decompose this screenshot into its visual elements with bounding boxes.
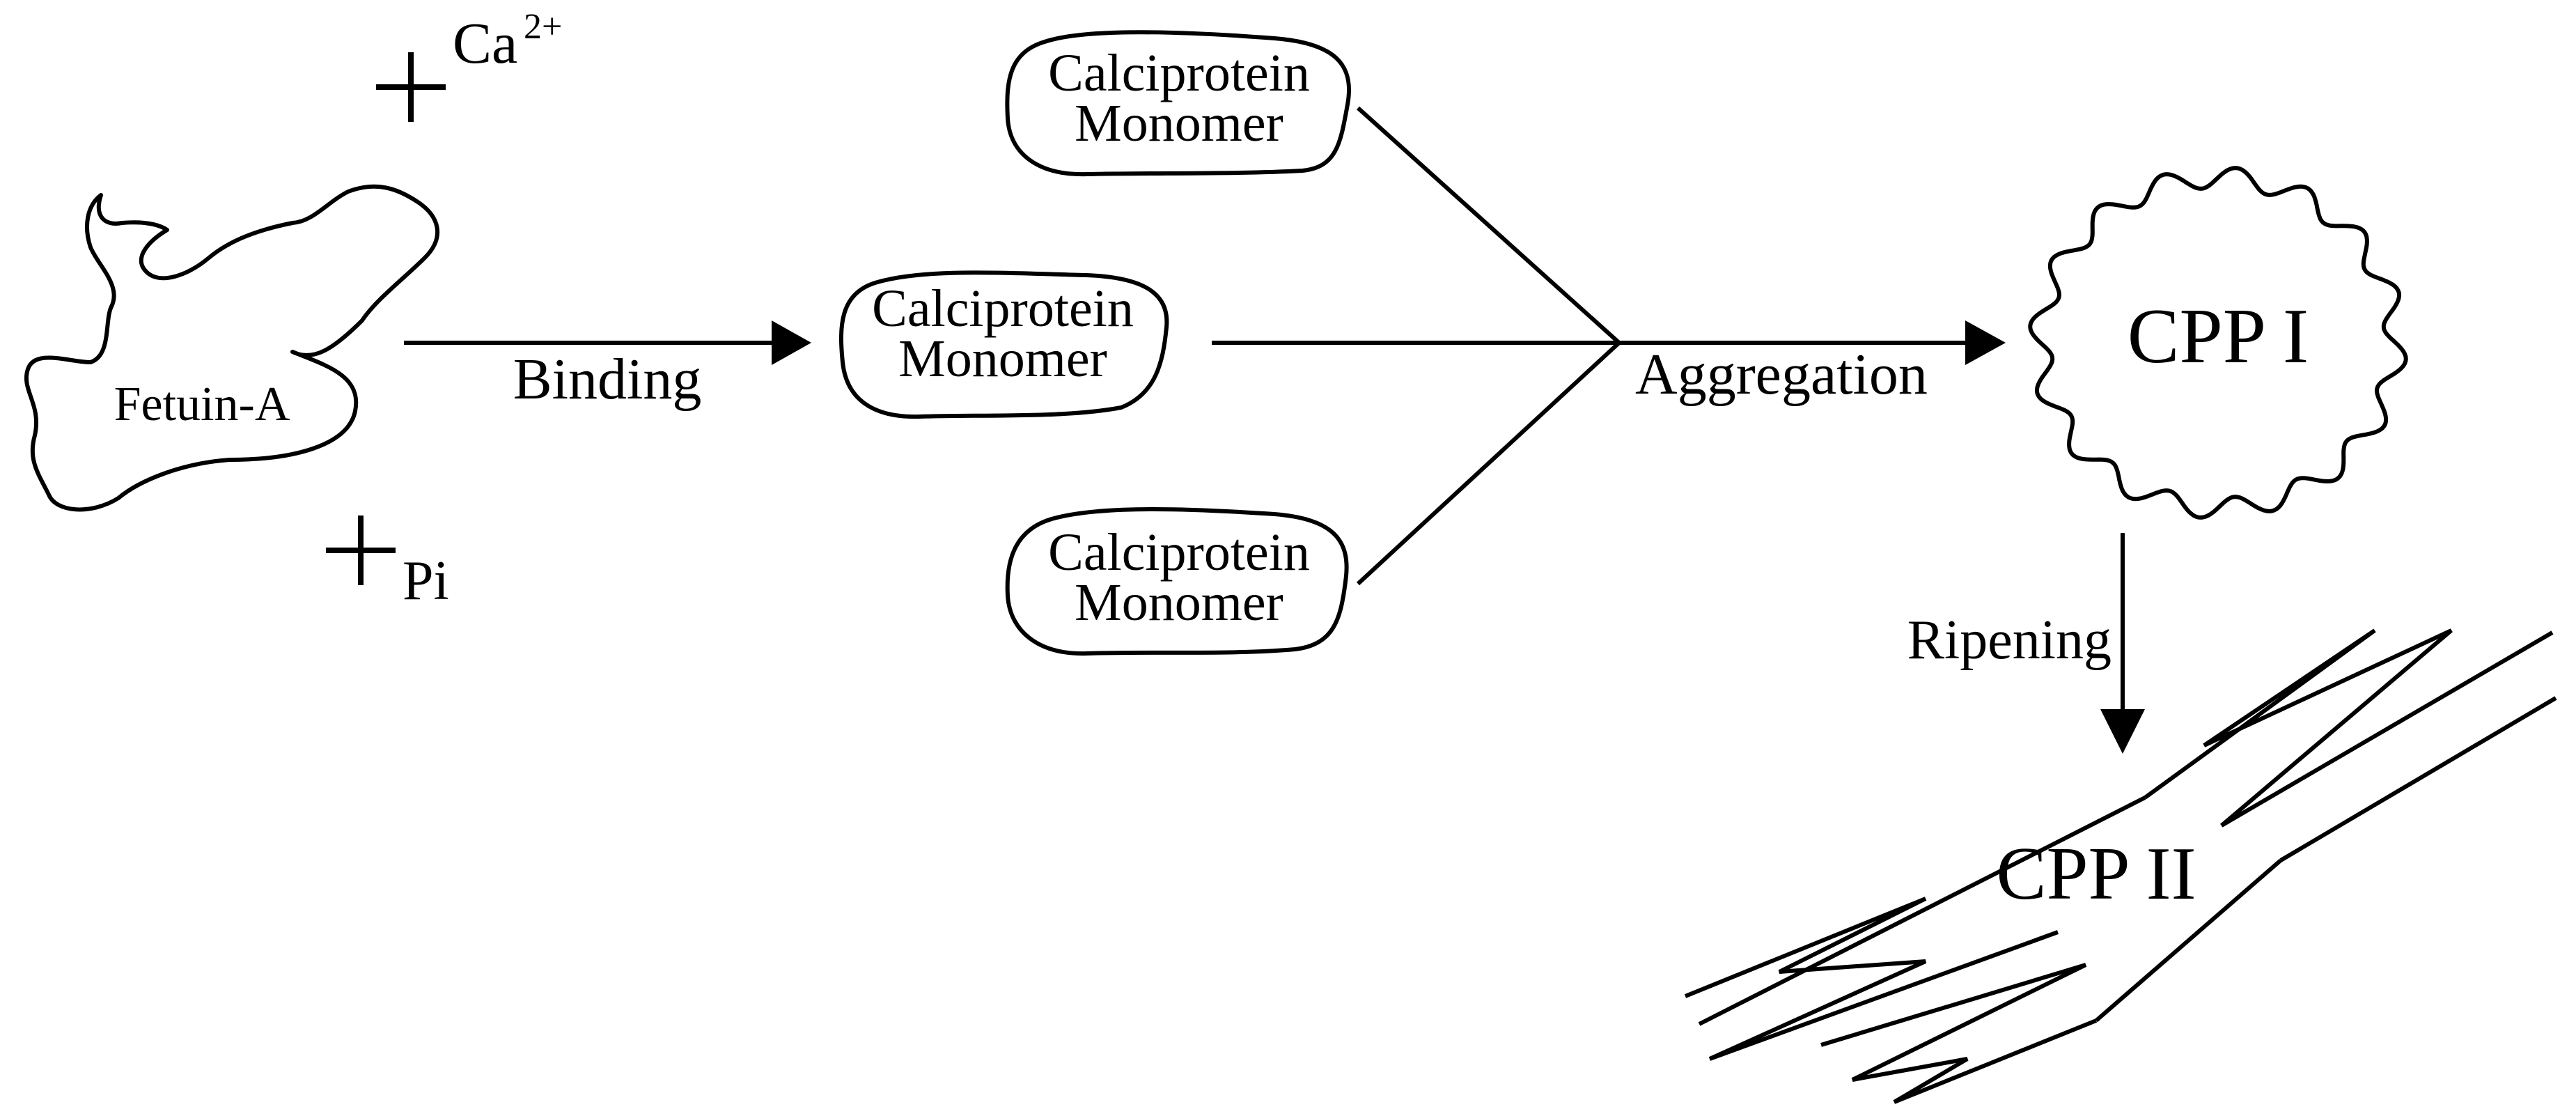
cpp-i-shape xyxy=(2028,166,2408,520)
phosphate-ion-label: Pi xyxy=(403,550,449,612)
calciprotein-monomer-bottom-line1: Calciprotein xyxy=(1048,523,1310,582)
cpp-i-label: CPP I xyxy=(2128,293,2309,380)
cpp-ii-label: CPP II xyxy=(1996,832,2196,915)
ripening-label: Ripening xyxy=(1907,610,2111,671)
calciprotein-monomer-middle-shape xyxy=(838,270,1169,419)
cpp-ii-shape xyxy=(1684,628,2557,1104)
binding-label: Binding xyxy=(513,347,702,412)
calciprotein-monomer-bottom-line2: Monomer xyxy=(1075,573,1283,632)
fetuin-a-label: Fetuin-A xyxy=(114,378,290,431)
calciprotein-monomer-middle-line2: Monomer xyxy=(898,330,1107,388)
ripening-arrow xyxy=(2100,533,2145,754)
binding-arrow xyxy=(404,320,811,365)
calcium-plus-sign xyxy=(376,52,446,122)
calciprotein-monomer-top-shape xyxy=(1005,30,1352,177)
aggregation-label: Aggregation xyxy=(1635,342,1928,407)
calciprotein-monomer-bottom-shape xyxy=(1005,507,1349,656)
calciprotein-monomer-middle-line1: Calciprotein xyxy=(872,279,1134,338)
calcium-charge-label: 2+ xyxy=(524,7,562,47)
phosphate-plus-sign xyxy=(326,516,396,585)
calcium-ion-label: Ca xyxy=(453,11,517,76)
calciprotein-monomer-top-line1: Calciprotein xyxy=(1048,44,1310,102)
fetuin-a-shape xyxy=(24,184,439,512)
calciprotein-monomer-top-line2: Monomer xyxy=(1075,94,1283,153)
aggregation-arrow xyxy=(1619,320,2006,365)
aggregation-converging-lines xyxy=(1212,106,1621,586)
